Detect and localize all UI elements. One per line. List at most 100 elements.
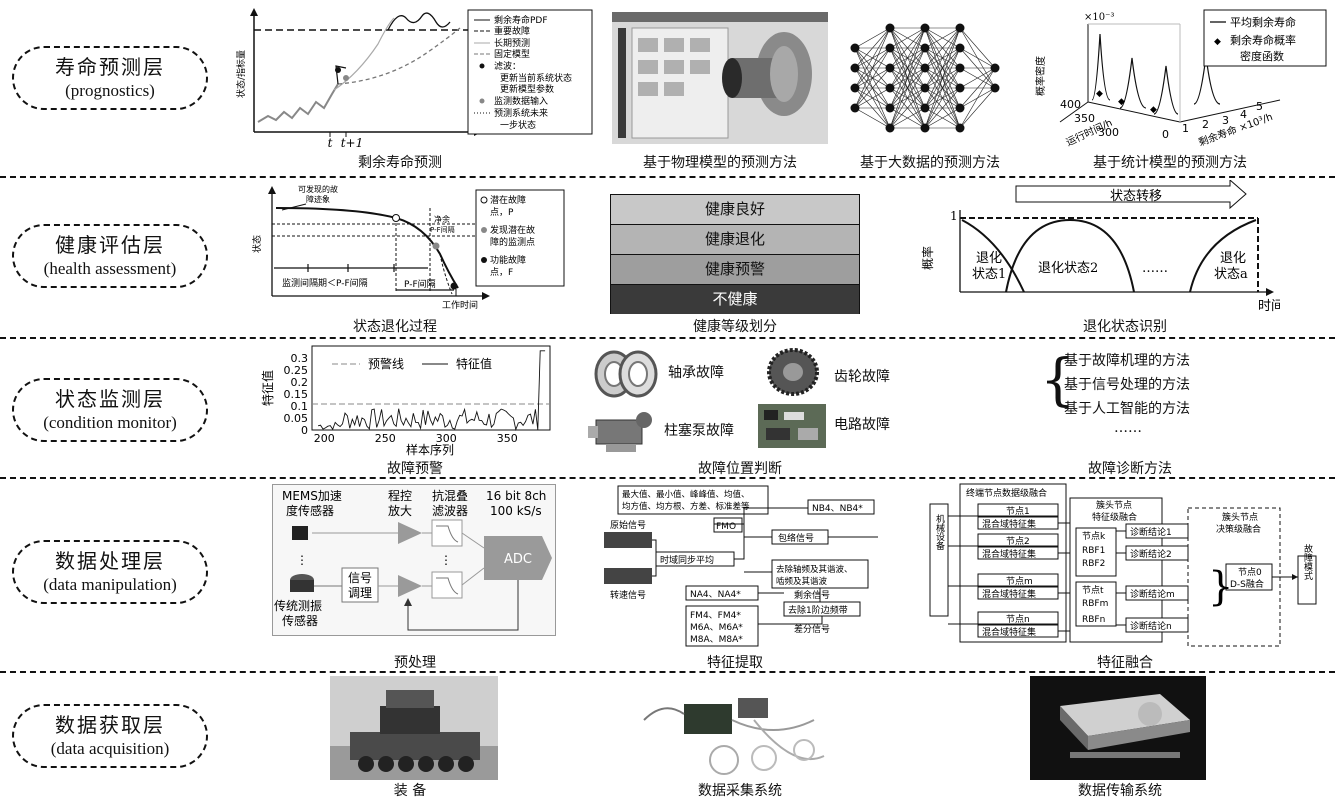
stat-ztick: 0 [1162,128,1169,141]
fw-ytick: 0.3 [291,352,309,365]
pf-ylabel: 状态 [251,235,263,253]
nn-edge [959,87,996,129]
rul-legend-item: 固定模型 [494,48,530,60]
pf-legend-item: 点，P [490,207,514,218]
pre-label: 放大 [388,503,412,518]
fusion-label: 机械设备 [934,513,945,550]
rul-legend-item: 重要故障 [494,25,530,37]
fault-gear-label: 齿轮故障 [834,369,890,385]
prob-label: 概率 [920,246,935,270]
feat-label: 去除轴频及其谐波、 [776,564,853,575]
nn-edge [889,27,926,89]
layer-subtitle: (data manipulation) [43,575,177,594]
stat-exponent: ×10⁻³ [1084,12,1114,23]
fusion-featureset-label: 混合域特征集 [982,588,1036,600]
feat-label: 时域同步平均 [660,554,714,566]
nn-node [955,63,965,73]
pf-legend-item: 潜在故障 [490,194,526,206]
fusion-diag-label: 诊断结论m [1130,588,1175,600]
physical-model-image [612,12,828,144]
nn-edge [959,27,996,69]
stat-legend-item: 密度函数 [1240,49,1284,63]
feat-label: 差分信号 [794,623,830,635]
layer-title: 数据处理层 [55,549,165,573]
methods-brace: { [1040,348,1076,413]
nn-edge [854,67,891,109]
fusion-node-label: 节点2 [1006,536,1030,547]
nn-edge [889,27,926,69]
feat-label: M6A、M6A* [690,623,743,633]
caption-equipment: 装 备 [393,783,427,799]
pre-ellipsis: ⋮ [440,553,452,567]
nn-edge [889,27,926,129]
nn-edge [959,67,996,129]
nn-node [885,23,895,33]
feat-label: 最大值、最小值、峰峰值、均值、 [622,489,750,500]
nn-edge [854,107,891,129]
feat-label: 原始信号 [610,519,646,531]
caption-state-identification: 退化状态识别 [1083,319,1167,335]
nn-edge [854,27,891,109]
method-item: …… [1114,420,1142,436]
pf-label: 可发现的故 [298,184,338,194]
circuit-board-image [758,404,826,448]
nn-edge [924,27,961,129]
layer-health: 健康评估层 (health assessment) [12,224,208,288]
health-levels: 健康良好 健康退化 健康预警 不健康 [610,194,860,314]
nn-node [850,83,860,93]
fusion-label: RBF2 [1082,559,1105,569]
caption-feature-extraction: 特征提取 [707,655,763,671]
nn-edge [854,27,891,49]
pf-label: P-F间隔 [430,225,455,234]
fw-ytick: 0.2 [291,376,309,389]
caption-health-levels: 健康等级划分 [693,319,777,335]
feat-label: 转速信号 [610,589,646,601]
pf-xlabel: 工作时间 [442,299,478,311]
nn-edge [959,67,996,109]
state-label: 退化 [976,251,1002,266]
pf-label: 净余 [434,214,450,224]
nn-node [885,103,895,113]
fusion-featureset-label: 混合域特征集 [982,548,1036,560]
bearing-image [594,350,658,398]
rul-tick-t1: t+1 [341,136,364,150]
nn-node [920,103,930,113]
rul-tick-t: t [328,136,333,150]
caption-rul: 剩余寿命预测 [358,155,442,171]
rul-legend-item: 监测数据输入 [494,95,548,107]
caption-fault-location: 故障位置判断 [698,461,782,477]
nn-node [990,83,1000,93]
pf-interval-label: P-F间隔 [404,278,436,290]
fusion-label: RBFm [1082,599,1108,609]
caption-transmission-system: 数据传输系统 [1078,783,1162,799]
stat-marker: ◆ [1150,105,1157,115]
layer-processing: 数据处理层 (data manipulation) [12,540,208,604]
fw-xlabel: 样本序列 [406,442,454,457]
fusion-node-box [977,573,1059,587]
fault-pump-label: 柱塞泵故障 [664,423,734,439]
nn-edge [889,47,926,129]
feat-label: NB4、NB4* [812,504,863,514]
fusion-diag-label: 诊断结论2 [1130,548,1172,560]
fw-legend-warning: 预警线 [368,356,404,371]
rul-prediction-figure: 状态/指标量 t t+1 剩余寿命PDF 重要故障 长期预测 固定模型 滤波： … [235,8,593,150]
caption-acquisition-system: 数据采集系统 [698,783,782,799]
stat-ztick: 3 [1222,114,1229,127]
feat-label: 啮频及其谐波 [776,576,828,587]
nn-node [920,83,930,93]
feat-label: 剩余信号 [794,589,830,601]
fw-ylabel: 特征值 [260,370,275,406]
equipment-image [330,676,498,780]
nn-node [920,63,930,73]
nn-edge [854,47,891,109]
fw-ytick: 0.1 [291,400,309,413]
rul-legend-item: 一步状态 [500,119,536,131]
neural-network-image [850,23,1000,133]
health-level-unhealthy: 不健康 [611,285,859,314]
health-level-degraded: 健康退化 [611,225,859,255]
feat-label: FM4、FM4* [690,611,741,621]
state-label: 状态a [1214,267,1248,282]
fusion-label: 簇头节点 [1222,511,1258,523]
method-item: 基于信号处理的方法 [1064,377,1190,393]
nn-node [885,43,895,53]
